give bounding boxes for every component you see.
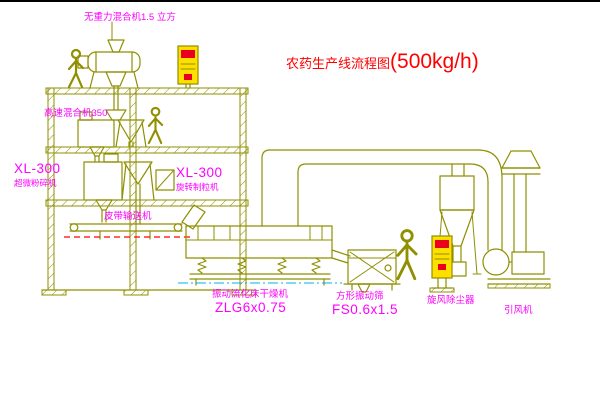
belt-conveyor [64,204,206,240]
granulator-left [83,153,123,223]
label-cyclone: 旋风除尘器 [427,294,475,306]
label-xl300-left-model: XL-300 [14,161,61,176]
high-speed-mixer [77,109,147,163]
control-panel-top [177,45,199,89]
label-dryer-model: ZLG6x0.75 [215,300,286,315]
label-xl300-left-name: 超微粉碎机 [14,178,57,188]
exhaust-stack [501,150,541,253]
worker-figure [396,229,418,281]
page-title: 农药生产线流程图(500kg/h) [286,50,479,73]
fluid-bed-dryer [178,225,351,286]
induced-draft-fan [482,248,551,289]
label-sieve-name: 方形振动筛 [336,290,384,302]
label-sieve-model: FS0.6x1.5 [332,302,398,317]
page-title-text: 农药生产线流程图 [286,56,390,71]
page-title-capacity: (500kg/h) [390,50,479,73]
dryer-feed-chute [181,204,206,230]
label-high-speed-mixer: 高速混合机350 [44,107,107,119]
control-panel-bottom [429,235,455,293]
label-xl300-center-name: 旋转制粒机 [176,182,219,192]
label-dryer-name: 振动流化床干燥机 [212,288,289,300]
spring-mount [311,257,321,274]
label-top-mixer: 无重力混合机1.5 立方 [84,11,176,23]
spring-mount [237,257,247,274]
spring-mount [197,257,207,274]
vibrating-sieve [343,249,401,293]
label-fan: 引风机 [504,304,533,316]
label-xl300-center-model: XL-300 [176,165,223,180]
granulator-right [121,161,175,225]
worker-figure [147,106,164,145]
spring-mount [277,257,287,274]
duct-main [261,149,503,251]
building-structure [41,87,257,296]
label-belt-conveyor: 皮带输送机 [104,210,152,222]
